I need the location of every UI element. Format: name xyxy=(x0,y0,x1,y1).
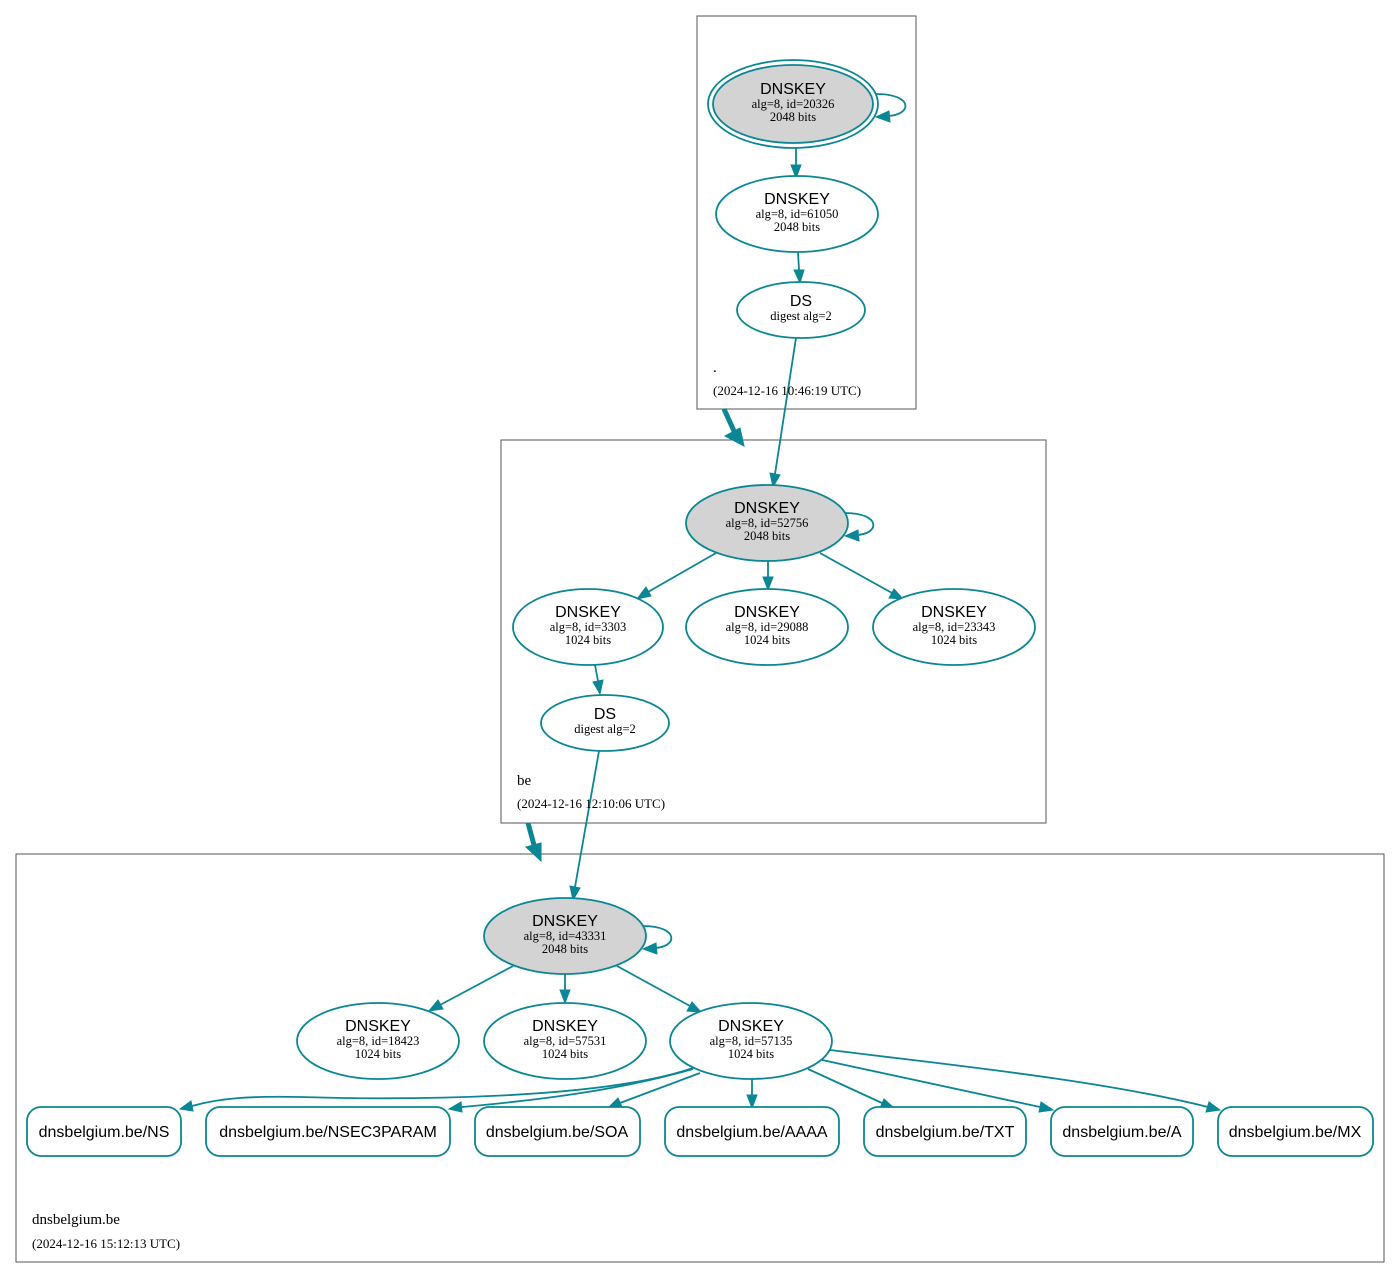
edge-be-zsk1-to-ds xyxy=(592,664,604,696)
node-info-label: alg=8, id=52756 xyxy=(726,516,809,530)
node-type-label: DNSKEY xyxy=(345,1018,411,1035)
dnskey-node-root-ksk[interactable]: DNSKEY alg=8, id=20326 2048 bits xyxy=(707,59,879,149)
edge-root-ksk-self xyxy=(874,93,907,123)
node-type-label: DNSKEY xyxy=(532,913,598,930)
node-size-label: 2048 bits xyxy=(770,110,816,124)
node-info-label: digest alg=2 xyxy=(574,722,636,736)
rrset-label: dnsbelgium.be/SOA xyxy=(486,1124,629,1141)
rrset-label: dnsbelgium.be/NS xyxy=(39,1124,170,1141)
node-type-label: DNSKEY xyxy=(734,604,800,621)
rrset-node-soa[interactable]: dnsbelgium.be/SOA xyxy=(474,1106,641,1157)
zone-timestamp-be: (2024-12-16 12:10:06 UTC) xyxy=(517,796,665,811)
delegation-arrow-root-to-be xyxy=(721,407,745,447)
edge-be-ksk-to-zsk3 xyxy=(819,552,905,600)
dnskey-node-dnsbelgium-zsk1[interactable]: DNSKEY alg=8, id=18423 1024 bits xyxy=(296,1002,460,1080)
zone-timestamp-root: (2024-12-16 10:46:19 UTC) xyxy=(713,383,861,398)
edge-dnsbelgium-ksk-self xyxy=(641,925,673,955)
edge-root-ds-to-be-ksk xyxy=(769,337,797,489)
rrset-label: dnsbelgium.be/A xyxy=(1062,1124,1182,1141)
node-type-label: DNSKEY xyxy=(555,604,621,621)
delegation-arrow-be-to-dnsbelgium xyxy=(524,822,542,863)
ds-node-be[interactable]: DS digest alg=2 xyxy=(540,694,670,752)
rrset-node-aaaa[interactable]: dnsbelgium.be/AAAA xyxy=(664,1106,840,1157)
node-type-label: DNSKEY xyxy=(532,1018,598,1035)
edge-zsk3-to-soa xyxy=(606,1072,701,1109)
edge-zsk3-to-aaaa xyxy=(746,1078,758,1110)
edge-zsk3-to-a xyxy=(821,1059,1055,1113)
dnskey-node-dnsbelgium-zsk3[interactable]: DNSKEY alg=8, id=57135 1024 bits xyxy=(669,1002,833,1080)
node-info-label: alg=8, id=57135 xyxy=(710,1034,793,1048)
node-info-label: alg=8, id=43331 xyxy=(524,929,607,943)
rrset-node-txt[interactable]: dnsbelgium.be/TXT xyxy=(863,1106,1027,1157)
node-type-label: DNSKEY xyxy=(921,604,987,621)
node-size-label: 2048 bits xyxy=(744,529,790,543)
rrset-label: dnsbelgium.be/TXT xyxy=(876,1124,1015,1141)
ds-node-root[interactable]: DS digest alg=2 xyxy=(736,281,866,339)
zone-name-be: be xyxy=(517,773,532,789)
edge-be-ksk-to-zsk2 xyxy=(762,560,774,592)
edge-zsk3-to-mx xyxy=(829,1049,1222,1113)
node-info-label: alg=8, id=29088 xyxy=(726,620,809,634)
edge-zsk3-to-ns xyxy=(178,1067,694,1112)
node-info-label: digest alg=2 xyxy=(770,309,832,323)
node-size-label: 1024 bits xyxy=(542,1047,588,1061)
edge-zsk3-to-txt xyxy=(807,1068,896,1109)
node-type-label: DNSKEY xyxy=(764,191,830,208)
rrset-node-mx[interactable]: dnsbelgium.be/MX xyxy=(1217,1106,1374,1157)
dnskey-node-be-zsk2[interactable]: DNSKEY alg=8, id=29088 1024 bits xyxy=(685,588,849,666)
zone-name-root: . xyxy=(713,360,717,376)
rrset-node-nsec3param[interactable]: dnsbelgium.be/NSEC3PARAM xyxy=(205,1106,451,1157)
zone-box-root xyxy=(696,15,917,410)
node-size-label: 1024 bits xyxy=(931,633,977,647)
edge-be-ksk-to-zsk1 xyxy=(635,552,717,600)
edge-zsk3-to-nsec3param xyxy=(447,1068,694,1113)
edge-dnsbelgium-ksk-to-zsk3 xyxy=(616,965,703,1013)
edge-be-ksk-self xyxy=(843,512,875,542)
dnskey-node-be-zsk3[interactable]: DNSKEY alg=8, id=23343 1024 bits xyxy=(872,588,1036,666)
node-type-label: DNSKEY xyxy=(760,81,826,98)
rrset-node-a[interactable]: dnsbelgium.be/A xyxy=(1050,1106,1194,1157)
node-info-label: alg=8, id=3303 xyxy=(550,620,627,634)
node-info-label: alg=8, id=20326 xyxy=(752,97,835,111)
node-info-label: alg=8, id=18423 xyxy=(337,1034,420,1048)
dnskey-node-root-zsk[interactable]: DNSKEY alg=8, id=61050 2048 bits xyxy=(715,175,879,253)
node-type-label: DNSKEY xyxy=(718,1018,784,1035)
node-size-label: 1024 bits xyxy=(355,1047,401,1061)
zone-box-dnsbelgium xyxy=(15,853,1385,1263)
rrset-label: dnsbelgium.be/AAAA xyxy=(676,1124,828,1141)
zone-box-be xyxy=(500,439,1047,824)
node-info-label: alg=8, id=61050 xyxy=(756,207,839,221)
zone-timestamp-dnsbelgium: (2024-12-16 15:12:13 UTC) xyxy=(32,1236,180,1251)
edge-be-ds-to-dnsbelgium-ksk xyxy=(569,750,600,902)
edge-dnsbelgium-ksk-to-zsk2 xyxy=(559,973,571,1005)
dnskey-node-be-ksk[interactable]: DNSKEY alg=8, id=52756 2048 bits xyxy=(685,484,849,562)
node-type-label: DS xyxy=(594,706,616,723)
edge-root-zsk-to-ds xyxy=(793,251,805,285)
rrset-label: dnsbelgium.be/NSEC3PARAM xyxy=(219,1124,437,1141)
node-size-label: 1024 bits xyxy=(728,1047,774,1061)
node-info-label: alg=8, id=57531 xyxy=(524,1034,607,1048)
zone-name-dnsbelgium: dnsbelgium.be xyxy=(32,1212,120,1228)
edge-root-ksk-to-zsk xyxy=(790,148,802,180)
node-size-label: 1024 bits xyxy=(744,633,790,647)
dnskey-node-dnsbelgium-ksk[interactable]: DNSKEY alg=8, id=43331 2048 bits xyxy=(483,897,647,975)
dnskey-node-be-zsk1[interactable]: DNSKEY alg=8, id=3303 1024 bits xyxy=(512,588,664,666)
node-size-label: 2048 bits xyxy=(542,942,588,956)
node-size-label: 2048 bits xyxy=(774,220,820,234)
node-type-label: DS xyxy=(790,293,812,310)
dnskey-node-dnsbelgium-zsk2[interactable]: DNSKEY alg=8, id=57531 1024 bits xyxy=(483,1002,647,1080)
node-info-label: alg=8, id=23343 xyxy=(913,620,996,634)
node-type-label: DNSKEY xyxy=(734,500,800,517)
rrset-node-ns[interactable]: dnsbelgium.be/NS xyxy=(26,1106,182,1157)
edge-dnsbelgium-ksk-to-zsk1 xyxy=(427,965,514,1012)
rrset-label: dnsbelgium.be/MX xyxy=(1229,1124,1362,1141)
node-size-label: 1024 bits xyxy=(565,633,611,647)
